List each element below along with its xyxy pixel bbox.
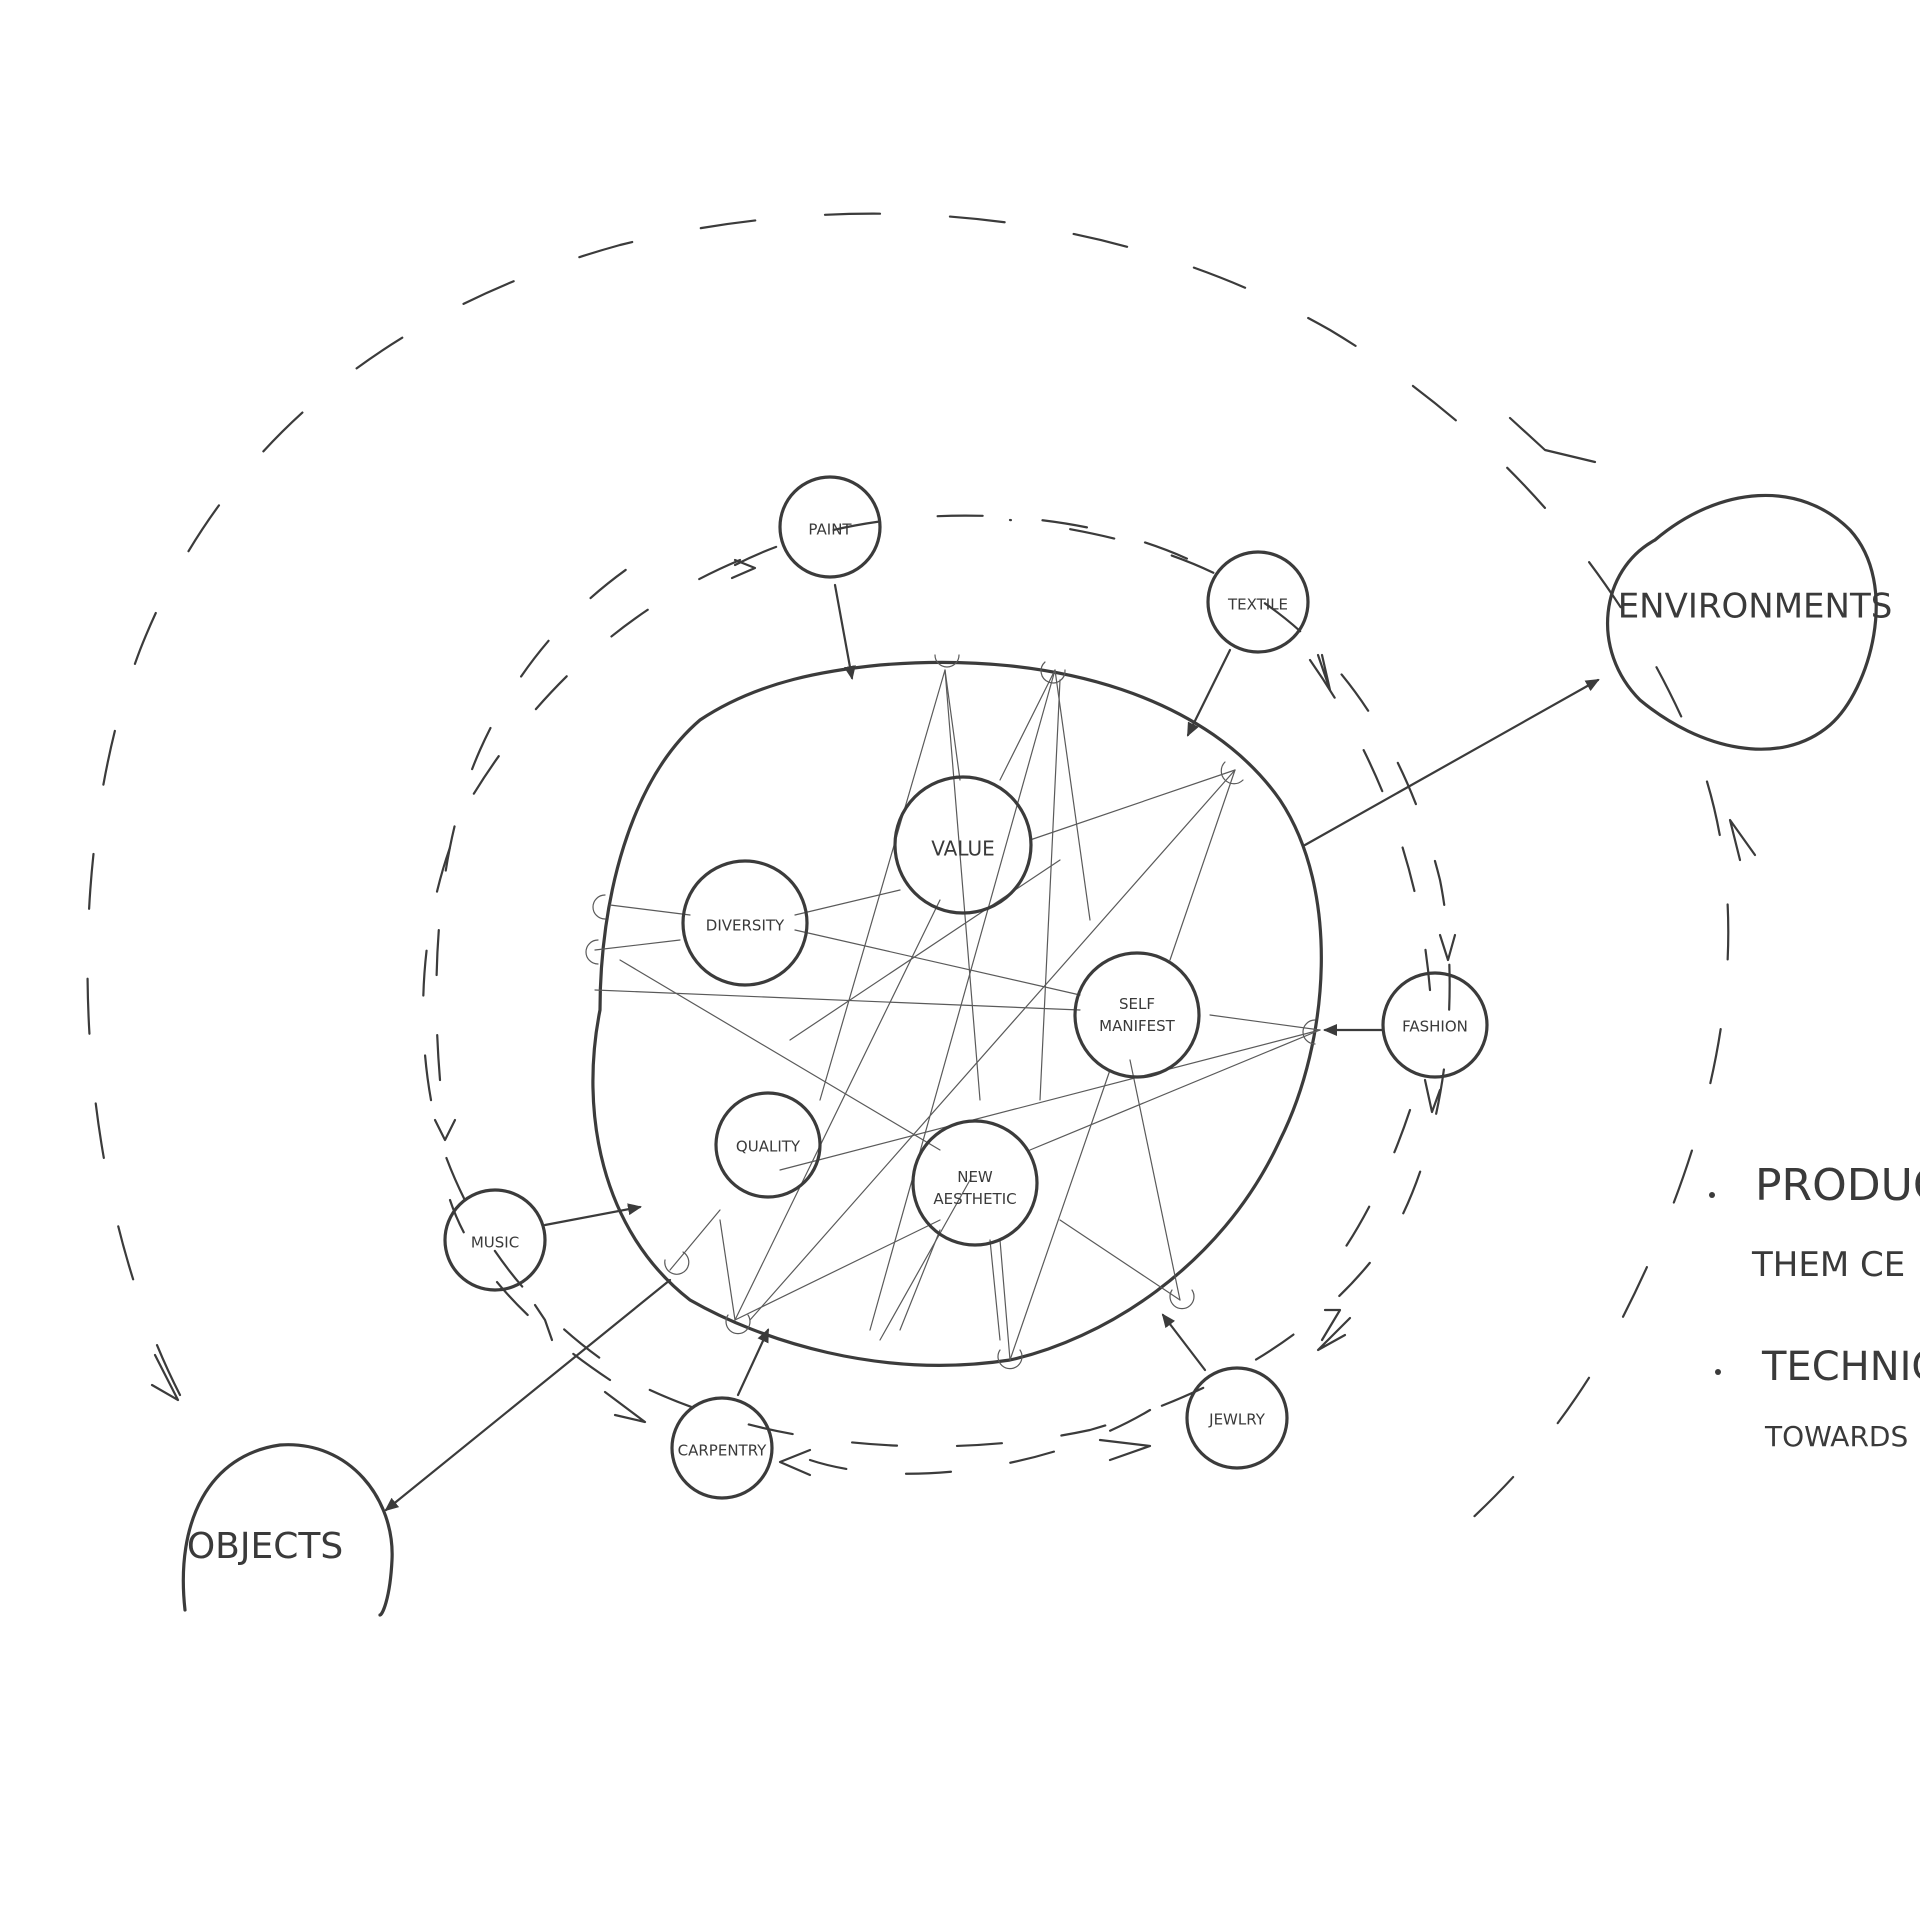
core-web — [594, 669, 1321, 1361]
side-notes: PRODUCTS THEM CE TECHNIC TOWARDS — [1709, 1160, 1920, 1453]
svg-text:QUALITY: QUALITY — [736, 1138, 801, 1156]
edges — [384, 583, 1600, 1512]
node-paint: PAINT — [778, 475, 882, 579]
svg-text:JEWLRY: JEWLRY — [1208, 1411, 1266, 1429]
ring-arrow-music — [533, 1303, 554, 1342]
svg-text:CARPENTRY: CARPENTRY — [678, 1442, 768, 1460]
edge-paint-core — [833, 583, 856, 680]
outer-orbit-arrow-left — [150, 1353, 180, 1402]
edge-carpentry-core — [736, 1328, 770, 1397]
outer-orbit — [86, 212, 1730, 1532]
node-diversity: DIVERSITY — [681, 859, 809, 987]
ring-arrow-fashion — [1438, 933, 1457, 962]
ring-arrow-carpentry-2 — [603, 1390, 647, 1424]
satellite-ring — [433, 514, 1457, 1477]
core-circle — [591, 660, 1323, 1367]
note-1-line-2: THEM CE — [1751, 1245, 1905, 1285]
node-music: MUSIC — [443, 1188, 547, 1292]
svg-text:ENVIRONMENTS: ENVIRONMENTS — [1618, 587, 1893, 627]
outer-orbit-arrow — [1508, 416, 1597, 464]
svg-text:OBJECTS: OBJECTS — [187, 1526, 343, 1567]
svg-text:TEXTILE: TEXTILE — [1227, 596, 1288, 614]
edge-core-objects — [384, 1278, 672, 1512]
edge-core-environments — [1303, 678, 1600, 847]
svg-text:MUSIC: MUSIC — [471, 1234, 519, 1252]
ring-arrow-fashion-2 — [1423, 1078, 1442, 1114]
note-1-line-1: PRODUCTS — [1755, 1160, 1920, 1211]
ring-arrow-music-2 — [433, 1118, 457, 1142]
note-2-line-1: TECHNIC — [1761, 1344, 1920, 1390]
middle-orbit-arrow — [1320, 1308, 1342, 1342]
middle-orbit-arrow-2 — [1728, 818, 1757, 862]
svg-text:PAINT: PAINT — [808, 521, 852, 539]
ring-arrow-carpentry — [778, 1448, 812, 1477]
note-bullet-1 — [1709, 1192, 1715, 1198]
node-objects: OBJECTS — [181, 1443, 394, 1617]
node-fashion: FASHION — [1381, 971, 1489, 1079]
node-quality: QUALITY — [714, 1091, 822, 1199]
middle-orbit — [422, 518, 1757, 1448]
svg-text:DIVERSITY: DIVERSITY — [706, 917, 785, 935]
node-environments: ENVIRONMENTS — [1606, 493, 1893, 751]
node-value: VALUE — [893, 775, 1033, 915]
svg-text:VALUE: VALUE — [931, 837, 995, 861]
edge-music-quality — [543, 1203, 642, 1227]
svg-text:FASHION: FASHION — [1402, 1018, 1468, 1036]
note-bullet-2 — [1715, 1369, 1721, 1375]
ring-arrow-paint — [730, 558, 757, 580]
ring-arrow-jewelry — [1316, 1316, 1352, 1352]
edge-jewelry-core — [1161, 1313, 1207, 1372]
core-connectors — [585, 654, 1316, 1370]
node-carpentry: CARPENTRY — [670, 1396, 774, 1500]
ring-arrow-textile — [1316, 653, 1332, 692]
node-textile: TEXTILE — [1206, 550, 1310, 654]
node-jewelry: JEWLRY — [1185, 1366, 1289, 1470]
note-2-line-2: TOWARDS — [1764, 1420, 1908, 1453]
edge-textile-core — [1186, 648, 1232, 737]
ring-arrow-jewelry-2 — [1098, 1438, 1152, 1462]
